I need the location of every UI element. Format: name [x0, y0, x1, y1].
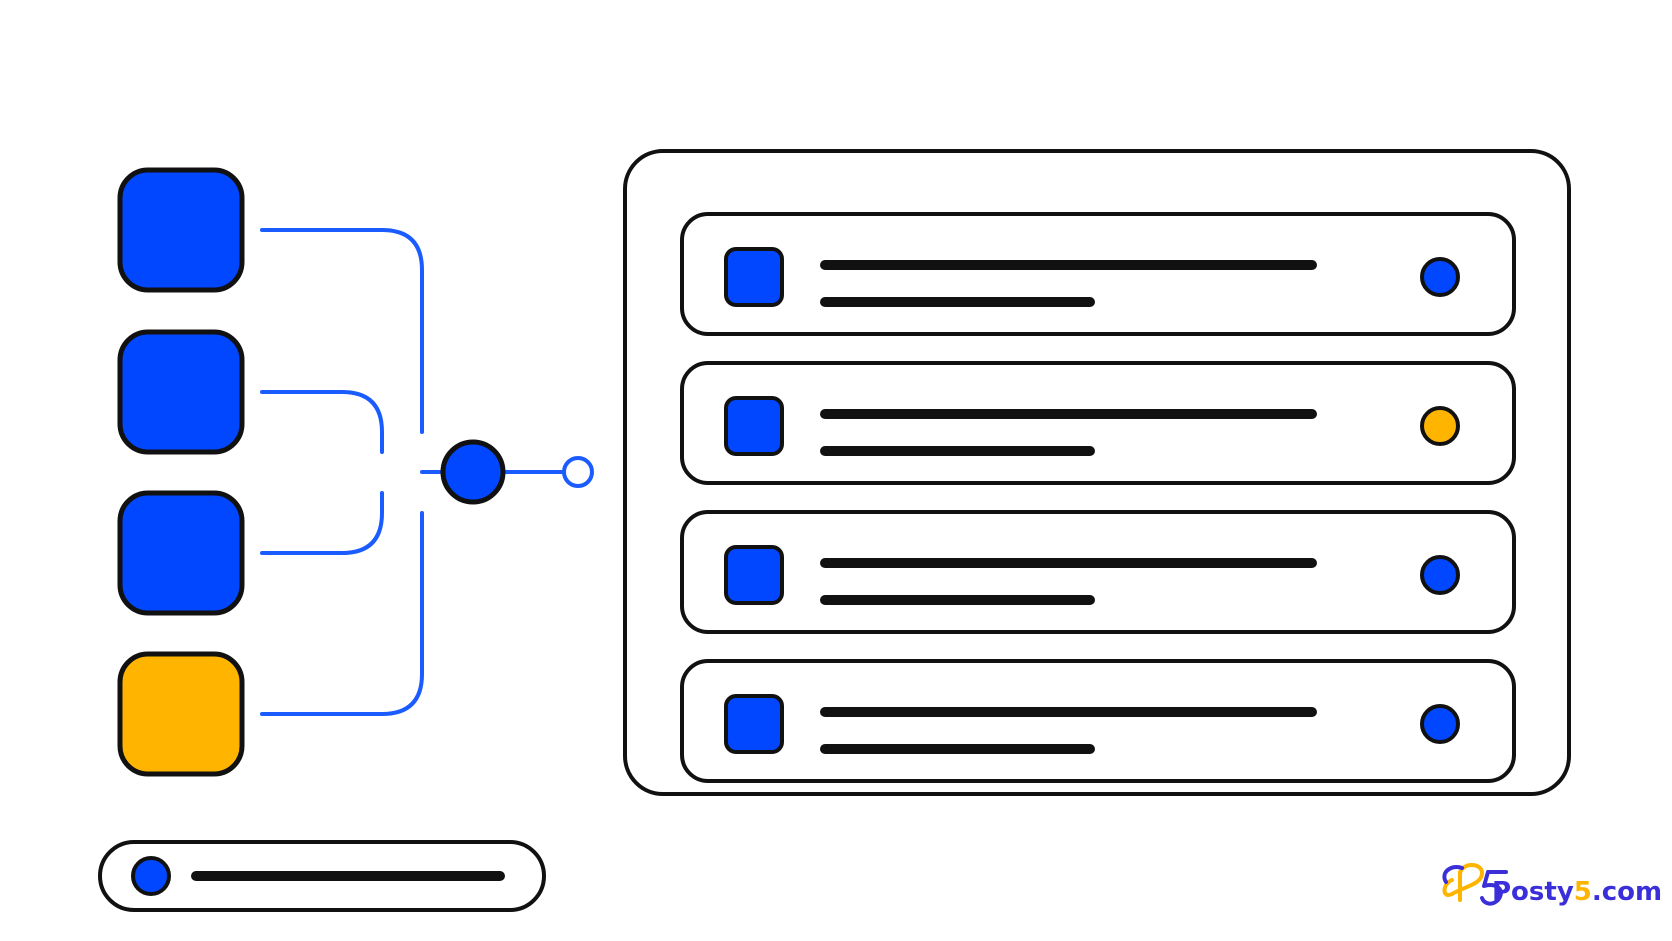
row-icon	[724, 545, 784, 605]
posty5-logo-icon	[1442, 863, 1508, 906]
posty5-logo[interactable]: Posty5.com	[1442, 863, 1662, 907]
bottom-pill-bar[interactable]	[98, 840, 546, 912]
hub-node	[440, 439, 506, 505]
list-row-3[interactable]	[680, 510, 1516, 634]
connector-line-2	[260, 390, 384, 454]
logo-name-part1: Posty	[1492, 877, 1574, 907]
list-row-4[interactable]	[680, 659, 1516, 783]
row-status-dot	[1420, 257, 1460, 297]
row-icon	[724, 247, 784, 307]
source-block-3	[117, 490, 245, 616]
source-blocks	[117, 167, 245, 777]
row-status-dot	[1420, 555, 1460, 595]
row-icon	[724, 694, 784, 754]
list-row-1[interactable]	[680, 212, 1516, 336]
row-status-dot	[1420, 406, 1460, 446]
svg-text:Posty5.com: Posty5.com	[1492, 877, 1662, 907]
source-block-1	[117, 167, 245, 293]
logo-name-part2: .com	[1592, 877, 1662, 907]
source-block-2	[117, 329, 245, 455]
connector-line-4	[260, 511, 424, 716]
row-status-dot	[1420, 704, 1460, 744]
connector-line-1	[260, 228, 424, 434]
connector-line-3	[260, 491, 384, 555]
logo-name-digit: 5	[1574, 877, 1592, 907]
row-icon	[724, 396, 784, 456]
pill-dot	[131, 856, 171, 896]
connector-lines	[260, 228, 566, 716]
output-port	[562, 456, 594, 488]
source-block-4	[117, 651, 245, 777]
list-row-2[interactable]	[680, 361, 1516, 485]
